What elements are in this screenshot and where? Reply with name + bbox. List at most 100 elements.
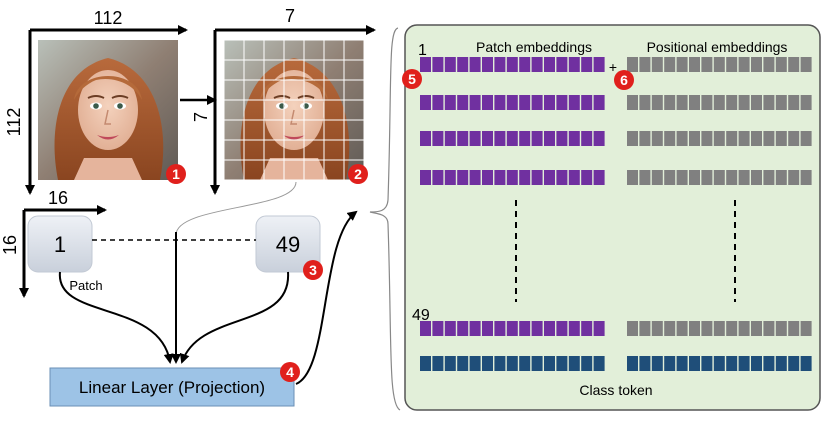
positional-embedding-cell [701,321,713,336]
patch-embedding-cell [482,95,493,110]
positional-embedding-cell [800,95,812,110]
patch-embedding-cell [432,170,444,185]
patch-embedding-cell [494,95,506,110]
patch-embedding-cell [469,131,481,146]
positional-embedding-cell [788,321,800,336]
patch-embedding-cell [556,321,568,336]
patch-embedding-cell [544,95,555,110]
patch-embedding-cell [544,57,555,72]
positional-embedding-cell [751,170,762,185]
badge-6-label: 6 [620,72,628,88]
embedding-row [420,57,812,72]
patch-embedding-cell [494,170,506,185]
embedding-rows [420,57,812,371]
class-token-cell [544,356,555,371]
patch-embedding-cell [506,57,518,72]
badge-4-label: 4 [286,364,294,380]
class-token-cell [568,356,580,371]
positional-embedding-cell [701,170,713,185]
face-photo-gridded-image [224,40,364,180]
patch-1-arrow [58,271,174,364]
positional-embedding-cell [775,170,787,185]
class-token-cell [420,356,431,371]
positional-embedding-cell [689,95,700,110]
positional-embedding-cell [751,57,762,72]
embedding-brace [369,27,401,411]
class-token-cell [593,356,605,371]
positional-embedding-cell [713,131,725,146]
patch-embedding-cell [544,170,555,185]
patch-embedding-cell [494,131,506,146]
class-token-cell [469,356,481,371]
badge-6-circle [614,70,634,90]
patch-embeddings-title: Patch embeddings [476,39,592,55]
positional-embedding-cell [800,131,812,146]
patch-embedding-cell [457,170,469,185]
patch-embedding-cell [556,131,568,146]
badge-3-circle [303,260,323,280]
positional-embedding-cell [664,95,676,110]
positional-embedding-cell [676,170,688,185]
patch-embedding-cell [568,170,580,185]
positional-embedding-cell [627,321,638,336]
positional-embedding-cell [763,95,775,110]
patch-embedding-cell [482,321,493,336]
patch-embedding-cell [581,170,593,185]
positional-embedding-cell [788,57,800,72]
positional-embedding-cell [726,95,738,110]
class-token-cell [664,356,676,371]
patch-embedding-cell [506,321,518,336]
positional-embedding-cell [676,95,688,110]
class-token-cell [713,356,725,371]
positional-embedding-cell [738,170,750,185]
patch-embedding-cell [593,57,605,72]
badge-1-circle [166,164,186,184]
positional-embedding-cell [751,95,762,110]
class-token-cell [627,356,638,371]
embedding-row [420,95,812,110]
positional-embedding-cell [763,321,775,336]
patch-embedding-cell [506,170,518,185]
patch-embedding-cell [531,321,543,336]
positional-embedding-cell [639,170,651,185]
patch-embedding-cell [482,57,493,72]
class-token-cell [726,356,738,371]
positional-embedding-cell [800,170,812,185]
positional-embedding-cell [726,321,738,336]
class-token-cell [651,356,663,371]
positional-embedding-cell [701,131,713,146]
plus-sign: + [609,59,617,75]
class-token-cell [676,356,688,371]
patch-1-label: 1 [54,232,66,257]
positional-embedding-cell [701,95,713,110]
positional-embedding-cell [726,57,738,72]
patch-49-arrow [179,271,290,364]
patch-embedding-cell [494,321,506,336]
class-token-label: Class token [579,382,652,398]
positional-embedding-cell [651,131,663,146]
gridded-image [223,39,365,181]
patch-embedding-cell [457,95,469,110]
patch-embedding-cell [506,131,518,146]
positional-embedding-cell [763,170,775,185]
patch-embedding-cell [593,95,605,110]
class-token-cell [738,356,750,371]
patch-embedding-cell [556,170,568,185]
face-photo-image [38,40,178,180]
image2-height-label: 7 [191,112,211,122]
patch-embedding-cell [531,57,543,72]
patch-embedding-cell [420,95,431,110]
positional-embedding-cell [738,131,750,146]
class-token-cell [494,356,506,371]
positional-embeddings-title: Positional embeddings [647,39,788,55]
patch-embedding-cell [469,95,481,110]
class-token-cell [775,356,787,371]
class-token-cell [531,356,543,371]
positional-embedding-cell [627,95,638,110]
positional-embedding-cell [775,131,787,146]
image1-height-label: 112 [4,108,24,137]
image2-connector [175,181,297,236]
positional-embedding-cell [676,321,688,336]
class-token-cell [556,356,568,371]
